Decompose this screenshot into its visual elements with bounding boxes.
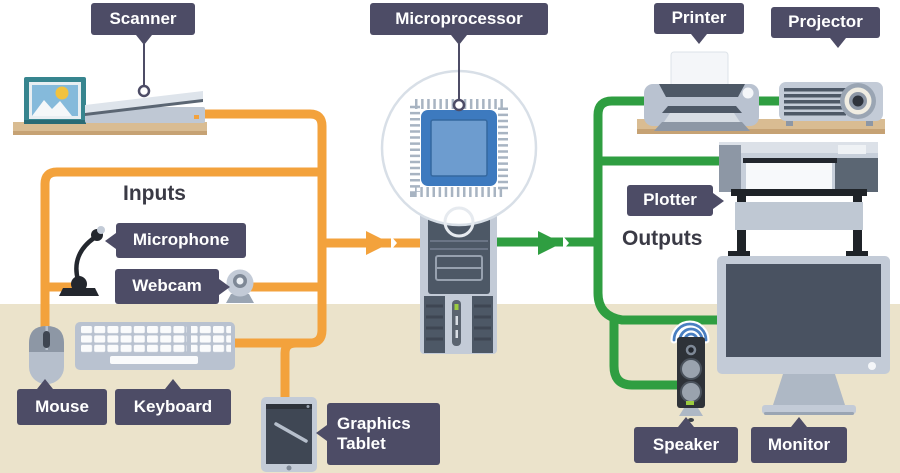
microphone-icon	[59, 226, 105, 296]
projector-icon	[779, 82, 883, 126]
picture-frame-icon	[24, 77, 86, 124]
label-microphone-text: Microphone	[132, 230, 230, 250]
label-scanner: Scanner	[91, 3, 195, 45]
label-plotter: Plotter	[627, 185, 724, 216]
label-keyboard-text: Keyboard	[133, 396, 213, 416]
label-speaker-text: Speaker	[652, 434, 720, 454]
shelf-left	[13, 122, 207, 135]
speaker-icon	[677, 337, 705, 422]
label-mouse: Mouse	[17, 379, 107, 425]
label-projector: Projector	[771, 7, 880, 48]
label-graphics-tablet: Graphics Tablet	[316, 403, 440, 465]
label-printer-text: Printer	[671, 8, 727, 28]
graphics-tablet-icon	[261, 397, 317, 472]
scanner-icon	[85, 91, 205, 123]
printer-icon	[644, 51, 759, 131]
input-line-loop-mouse	[40, 167, 322, 332]
label-webcam-text: Webcam	[132, 276, 202, 296]
label-keyboard: Keyboard	[115, 379, 231, 425]
label-projector-text: Projector	[788, 12, 863, 32]
inputs-heading: Inputs	[123, 182, 186, 205]
label-monitor-text: Monitor	[767, 434, 831, 454]
label-speaker: Speaker	[634, 417, 738, 463]
computer-tower-icon	[420, 196, 497, 354]
monitor-power-led	[868, 362, 876, 370]
mouse-icon	[29, 326, 64, 384]
label-microphone: Microphone	[105, 223, 246, 258]
microprocessor-leader-line	[452, 44, 466, 112]
label-mouse-text: Mouse	[35, 396, 89, 416]
label-plotter-text: Plotter	[643, 190, 697, 210]
label-monitor: Monitor	[751, 417, 847, 463]
label-printer: Printer	[654, 3, 744, 44]
output-arrowhead	[538, 231, 562, 255]
monitor-icon	[717, 256, 890, 415]
label-webcam: Webcam	[115, 269, 230, 304]
input-arrowhead	[366, 231, 390, 255]
shelf-right	[637, 119, 885, 134]
label-microprocessor: Microprocessor	[370, 3, 548, 45]
microprocessor-chip-icon	[380, 69, 538, 238]
outputs-heading: Outputs	[622, 227, 703, 250]
output-line-trunk-printer-monitor	[593, 96, 800, 325]
stylus	[274, 422, 308, 443]
scanner-leader-line	[137, 44, 151, 98]
label-microprocessor-text: Microprocessor	[395, 8, 523, 28]
output-line-speaker	[609, 319, 680, 390]
input-arrow-notch	[391, 236, 397, 250]
monitor-screen	[726, 264, 881, 357]
label-scanner-text: Scanner	[109, 8, 177, 28]
label-graphics-tablet-text: Graphics Tablet	[337, 413, 411, 453]
webcam-icon	[226, 269, 254, 303]
plotter-paper	[746, 163, 832, 192]
keyboard-icon	[75, 322, 235, 370]
output-arrow-notch	[563, 236, 569, 250]
plotter-icon	[719, 142, 878, 257]
